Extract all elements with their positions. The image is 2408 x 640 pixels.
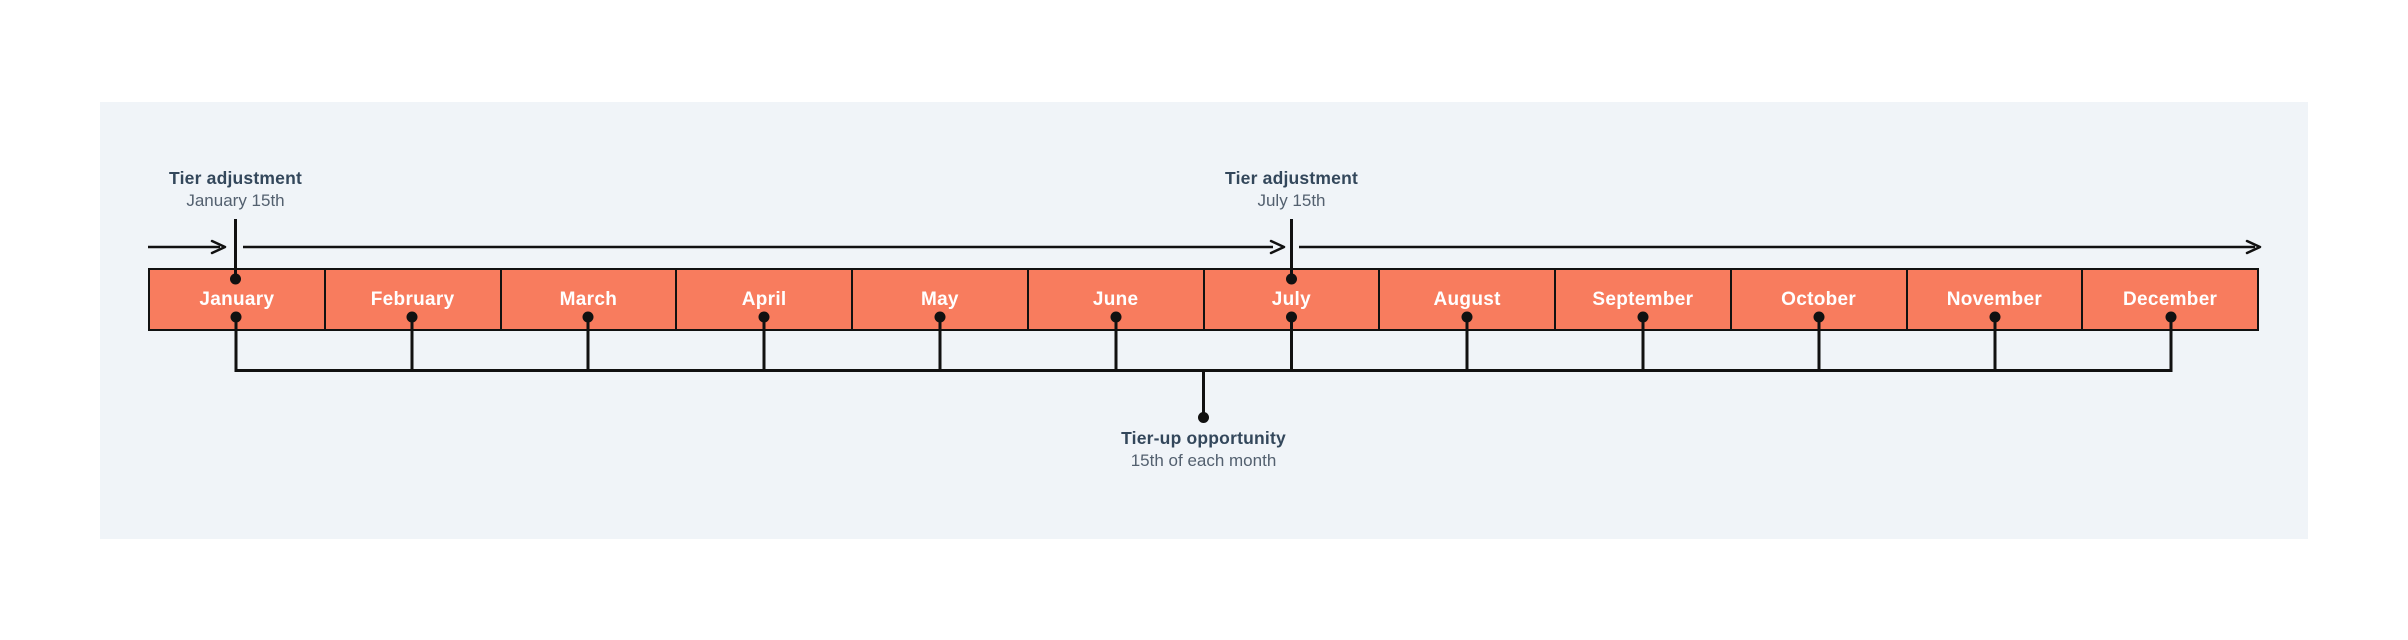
timeline-panel: January February March April May June Ju… (100, 102, 2308, 539)
month-label: December (2122, 288, 2218, 310)
month-label: September (1592, 288, 1694, 310)
arrowhead-icon (1269, 239, 1286, 255)
month-label: November (1946, 288, 2043, 310)
callout-subtitle: July 15th (1257, 191, 1326, 210)
tier-up-opportunity-callout: Tier-up opportunity 15th of each month (1121, 428, 1286, 470)
month-block-april: April (675, 270, 851, 329)
month-blocks-row: January February March April May June Ju… (148, 268, 2259, 331)
month-block-june: June (1026, 270, 1203, 329)
tier-adjustment-july-callout: Tier adjustment July 15th (1225, 168, 1358, 210)
callout-subtitle: 15th of each month (1130, 451, 1277, 470)
tier-adjustment-january-callout: Tier adjustment January 15th (169, 168, 302, 210)
tier-up-dot (1198, 412, 1209, 423)
month-block-july: July (1202, 270, 1379, 329)
month-label: June (1092, 288, 1139, 310)
month-label: May (920, 288, 959, 310)
arrowhead-icon (210, 239, 227, 255)
callout-title: Tier adjustment (169, 168, 302, 188)
month-label: February (370, 288, 455, 310)
callout-title: Tier adjustment (1225, 168, 1358, 188)
month-block-march: March (499, 270, 676, 329)
month-block-may: May (851, 270, 1027, 329)
month-block-december: December (2081, 270, 2257, 329)
month-label: March (559, 288, 618, 310)
month-block-january: January (150, 270, 324, 329)
callout-title: Tier-up opportunity (1121, 428, 1286, 448)
month-block-february: February (323, 270, 500, 329)
callout-subtitle: January 15th (186, 191, 285, 210)
month-block-september: September (1554, 270, 1730, 329)
month-block-october: October (1729, 270, 1906, 329)
arrowhead-icon (2245, 239, 2262, 255)
month-label: July (1271, 288, 1311, 310)
month-block-august: August (1378, 270, 1554, 329)
month-block-november: November (1905, 270, 2082, 329)
month-label: October (1781, 288, 1857, 310)
month-label: April (741, 288, 787, 310)
month-label: August (1433, 288, 1501, 310)
month-label: January (199, 288, 275, 310)
